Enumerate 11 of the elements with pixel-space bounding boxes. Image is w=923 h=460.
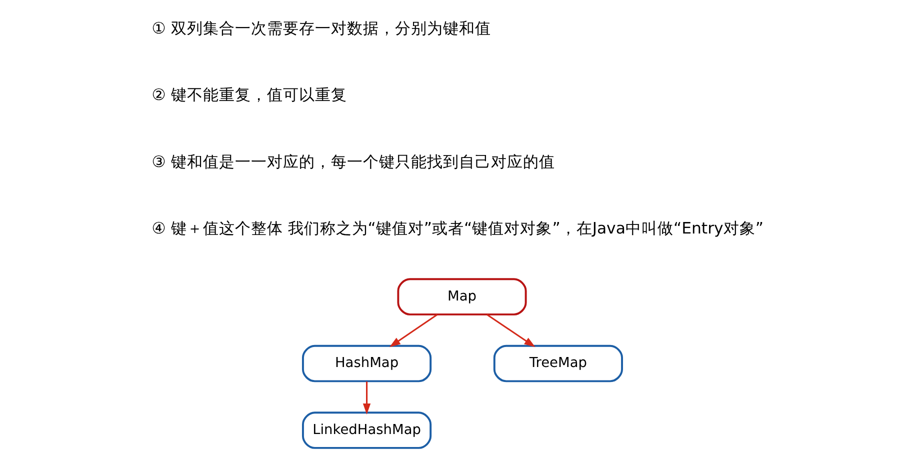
- node-box: LinkedHashMap: [301, 412, 432, 449]
- label: ③ 键和值是一一对应的，每一个键只能找到自己对应的值: [151, 152, 554, 171]
- label: ② 键不能重复，值可以重复: [151, 85, 346, 104]
- node-box: TreeMap: [492, 344, 622, 382]
- node-box: Map: [396, 278, 526, 316]
- label: ④ 键＋值这个整体 我们称之为“键值对”或者“键值对对象”，在Java中叫做“Entry对象”: [151, 218, 763, 238]
- arrow: [388, 314, 438, 348]
- arrow: [486, 314, 535, 348]
- label: ① 双列集合一次需要存一对数据，分别为键和值: [151, 18, 490, 38]
- node-box: HashMap: [301, 344, 432, 382]
- arrow: [362, 382, 370, 415]
